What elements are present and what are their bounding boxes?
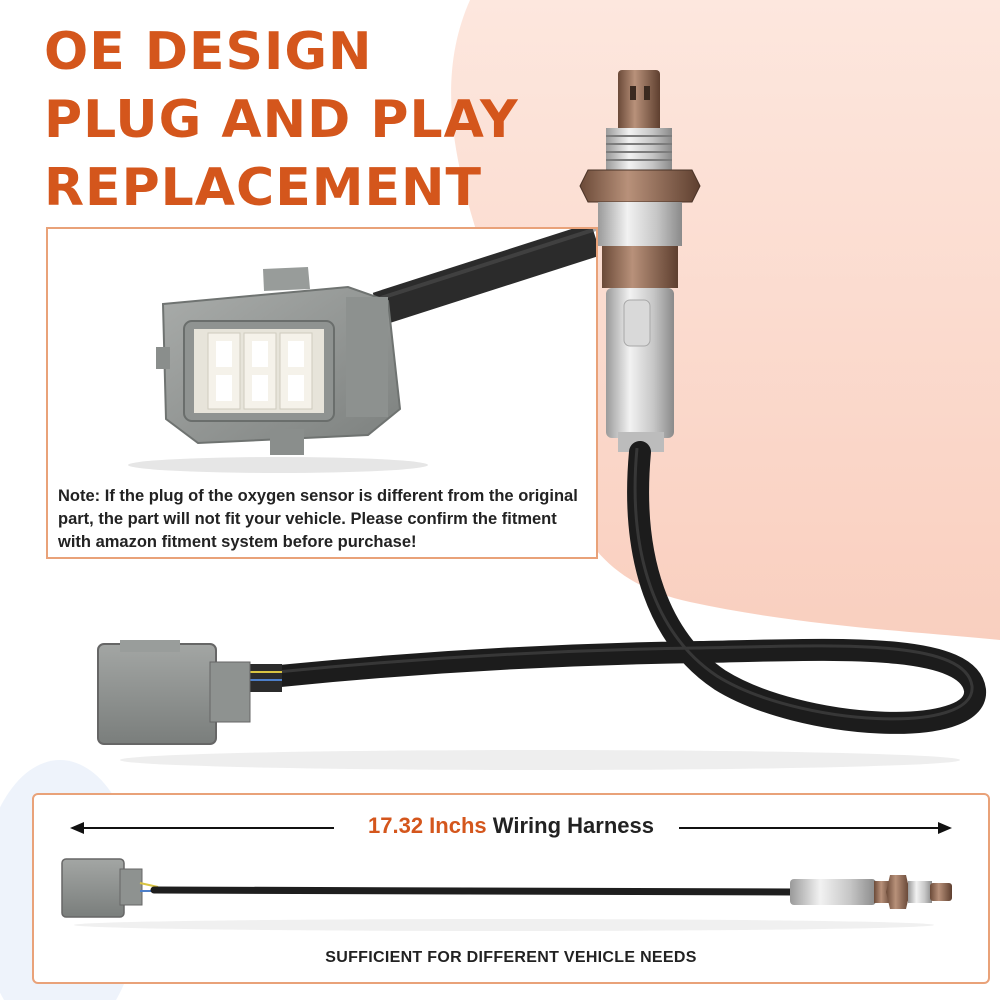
- headline: OE DESIGN PLUG AND PLAY REPLACEMENT: [44, 18, 604, 222]
- fitment-note: Note: If the plug of the oxygen sensor i…: [58, 487, 578, 551]
- wiring-harness-panel: 17.32 Inchs Wiring Harness SUFFICIENT FO…: [32, 793, 990, 984]
- harness-label-text: Wiring Harness: [492, 813, 654, 838]
- arrow-right-icon: [679, 822, 952, 834]
- connector-plug-icon: [128, 229, 596, 473]
- arrow-left-icon: [70, 822, 334, 834]
- harness-diagram: [61, 822, 952, 931]
- oxygen-sensor-icon: [97, 70, 986, 770]
- headline-line-2: PLUG AND PLAY: [44, 90, 519, 150]
- headline-line-3: REPLACEMENT: [44, 158, 482, 218]
- headline-line-1: OE DESIGN: [44, 22, 373, 82]
- connector-closeup-panel: Note: If the plug of the oxygen sensor i…: [46, 227, 598, 559]
- harness-length: 17.32 Inchs: [368, 813, 487, 838]
- harness-length-label: 17.32 Inchs Wiring Harness: [34, 813, 988, 839]
- footer-note: SUFFICIENT FOR DIFFERENT VEHICLE NEEDS: [325, 949, 697, 966]
